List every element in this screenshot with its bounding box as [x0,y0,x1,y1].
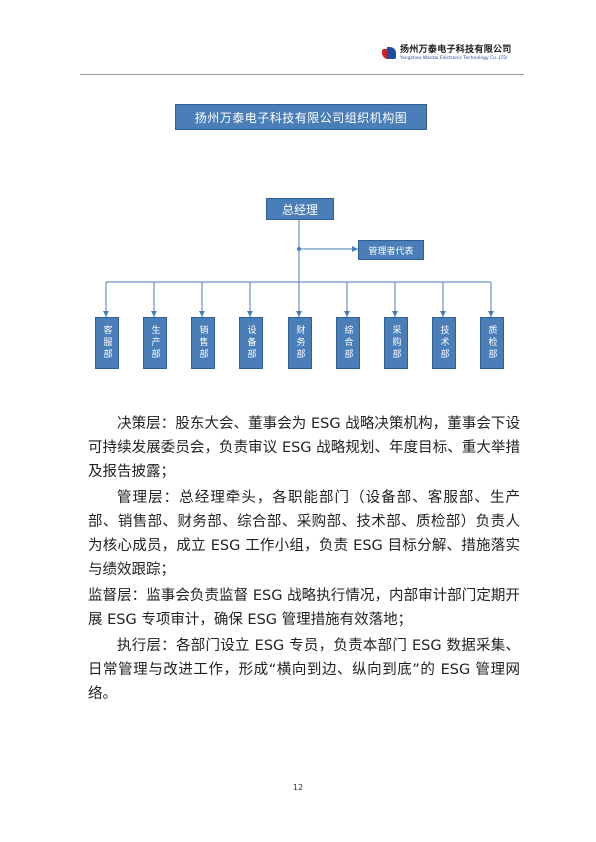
dept-node-procurement: 采购部 [384,317,408,369]
company-logo: 扬州万泰电子科技有限公司 Yangzhou Wantai Electronic … [382,46,512,62]
page-number: 12 [292,783,304,792]
dept-node-production: 生产部 [143,317,167,369]
dept-node-technology: 技术部 [432,317,456,369]
dept-node-general-affairs: 综合部 [336,317,360,369]
dept-node-quality-inspection: 质检部 [480,317,504,369]
paragraph-supervision-layer: 监督层：监事会负责监督 ESG 战略执行情况，内部审计部门定期开展 ESG 专项… [88,588,520,628]
paragraph-execution-layer: 执行层：各部门设立 ESG 专员，负责本部门 ESG 数据采集、日常管理与改进工… [88,638,520,702]
paragraph-management-layer: 管理层：总经理牵头，各职能部门（设备部、客服部、生产部、销售部、财务部、综合部、… [88,490,520,578]
dept-node-sales: 销售部 [191,317,215,369]
dept-node-equipment: 设备部 [239,317,263,369]
management-representative-node: 管理者代表 [358,240,424,260]
dept-node-customer-service: 客服部 [95,317,119,369]
header-divider [80,74,524,75]
dept-node-finance: 财务部 [288,317,312,369]
org-chart-title: 扬州万泰电子科技有限公司组织机构图 [175,104,427,130]
company-name-cn: 扬州万泰电子科技有限公司 [400,45,512,55]
company-name-en: Yangzhou Wantai Electronic Technology Co… [400,56,507,61]
logo-mark-icon [382,46,396,61]
body-text: 决策层：股东大会、董事会为 ESG 战略决策机构，董事会下设可持续发展委员会，负… [88,412,520,708]
general-manager-node: 总经理 [266,198,334,220]
paragraph-decision-layer: 决策层：股东大会、董事会为 ESG 战略决策机构，董事会下设可持续发展委员会，负… [88,416,520,480]
